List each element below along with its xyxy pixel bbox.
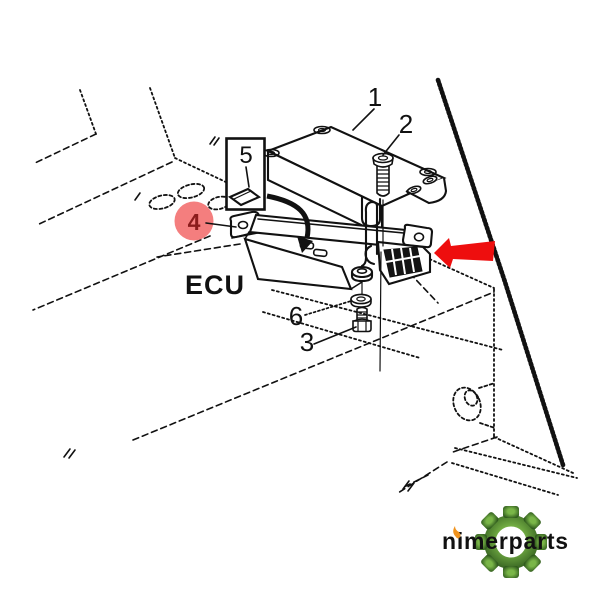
frame-post-edge xyxy=(435,77,566,468)
callout-3-label: 3 xyxy=(300,327,314,357)
red-arrow-icon xyxy=(434,238,495,268)
highlight-circle xyxy=(174,201,214,241)
callout-5-label: 5 xyxy=(239,142,252,169)
component-label: ECU xyxy=(185,270,245,300)
curved-arrow-icon xyxy=(266,193,313,253)
id-plate-part-5 xyxy=(227,187,262,207)
washer-part-6 xyxy=(350,293,372,308)
ecu-cover-part-1 xyxy=(262,125,448,237)
highlight-callout-4: 4 xyxy=(174,201,237,241)
callout-2-label: 2 xyxy=(399,109,413,139)
screw-part-2 xyxy=(372,152,394,197)
callout-5-box: 5 xyxy=(225,137,266,211)
brand-logo: nimerparts xyxy=(442,506,569,578)
mounting-bracket-part-4 xyxy=(229,210,434,291)
callout-4-label: 4 xyxy=(188,209,201,235)
bolt-part-3 xyxy=(352,306,372,333)
rear-mount-strap xyxy=(350,199,384,372)
frame-knob xyxy=(452,382,496,429)
callout-labels: 1 2 3 6 xyxy=(289,82,413,357)
flame-icon xyxy=(453,526,461,539)
callout-1-label: 1 xyxy=(368,82,382,112)
gear-icon xyxy=(475,506,547,578)
logo-text: nimerparts xyxy=(442,528,569,554)
callout-6-label: 6 xyxy=(289,301,303,331)
lid-bosses xyxy=(262,125,437,177)
